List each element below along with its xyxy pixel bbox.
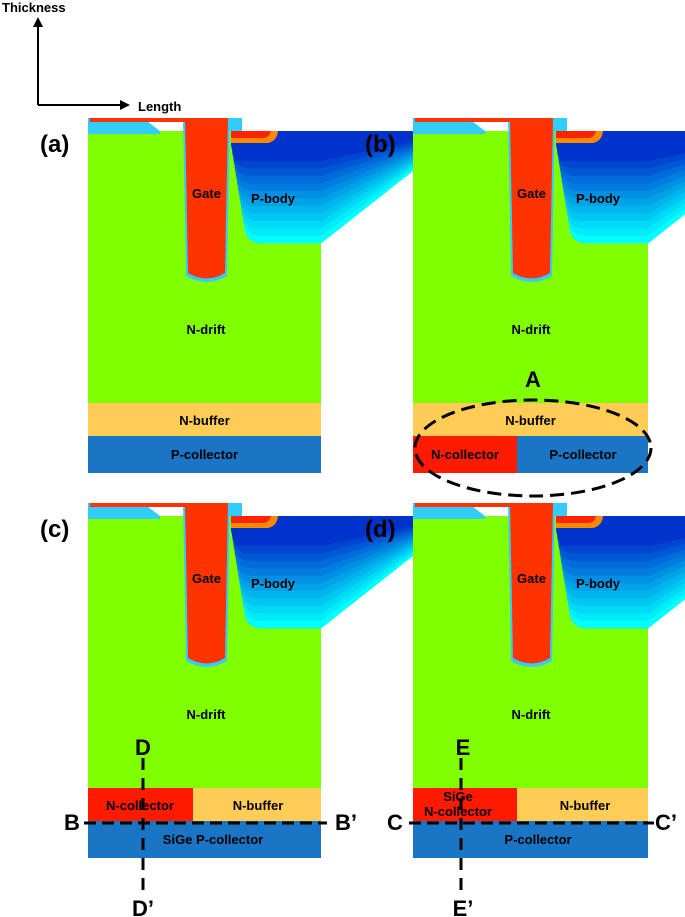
p-body-label: P-body — [576, 191, 621, 206]
gate-electrode — [185, 118, 228, 279]
p-body-label: P-body — [251, 576, 296, 591]
cut-d-bottom-label: D’ — [132, 896, 154, 917]
cut-d-top-label: D — [135, 735, 151, 760]
gate-metal-strip — [415, 118, 553, 122]
n-buffer-label: N-buffer — [560, 798, 611, 813]
n-collector-label: N-collector — [106, 798, 174, 813]
gate-oxide-cap — [553, 118, 567, 131]
cut-e-top-label: E — [456, 735, 471, 760]
gate-label: Gate — [192, 571, 221, 586]
gate-metal-strip — [415, 503, 553, 507]
panel-tag: (d) — [365, 516, 396, 543]
gate-electrode — [510, 503, 553, 664]
highlight-ellipse-a — [413, 398, 653, 498]
panel-tag: (a) — [40, 131, 69, 158]
n-collector-label: N-collector — [431, 447, 499, 462]
n-buffer-layer — [88, 403, 321, 436]
sige-n-collector-label-line1: SiGe — [443, 789, 473, 804]
p-body-label: P-body — [251, 191, 296, 206]
p-collector-label: P-collector — [171, 447, 238, 462]
p-collector-layer — [517, 436, 648, 473]
n-collector-layer — [88, 788, 193, 821]
p-collector-label: P-collector — [549, 447, 616, 462]
cut-e-bottom-label: E’ — [453, 896, 474, 917]
length-axis-label: Length — [138, 99, 181, 114]
sige-p-collector-label: SiGe P-collector — [163, 832, 263, 847]
n-buffer-layer — [413, 403, 648, 436]
p-collector-layer — [88, 436, 321, 473]
gate-label: Gate — [517, 186, 546, 201]
gate-oxide-cap — [553, 503, 567, 516]
p-body-label: P-body — [576, 576, 621, 591]
panel-tag: (c) — [40, 516, 69, 543]
n-buffer-label: N-buffer — [233, 798, 284, 813]
cut-b-right-label: B’ — [335, 810, 357, 835]
gate-metal-strip — [90, 118, 228, 122]
n-collector-layer — [413, 436, 517, 473]
n-buffer-layer — [193, 788, 321, 821]
n-source-core — [556, 516, 596, 523]
n-buffer-label: N-buffer — [505, 413, 556, 428]
p-collector-label: P-collector — [504, 832, 571, 847]
gate-oxide-cap — [228, 118, 242, 131]
panel-tag: (b) — [365, 131, 396, 158]
sige-n-collector-label-line2: N-collector — [424, 804, 492, 819]
n-source-core — [556, 131, 596, 138]
gate-electrode — [510, 118, 553, 279]
cut-b-left-label: B — [64, 810, 80, 835]
gate-oxide-cap — [228, 503, 242, 516]
gate-label: Gate — [517, 571, 546, 586]
thickness-axis-label: Thickness — [2, 0, 66, 15]
p-collector-layer — [413, 821, 648, 858]
sige-p-collector-layer — [88, 821, 321, 858]
n-source-core — [231, 131, 271, 138]
sige-n-collector-layer — [413, 788, 517, 821]
n-source-core — [231, 516, 271, 523]
n-drift-label: N-drift — [187, 322, 227, 337]
cut-c-left-label: C — [387, 810, 403, 835]
n-drift-label: N-drift — [512, 707, 552, 722]
gate-label: Gate — [192, 186, 221, 201]
marker-a-label: A — [525, 367, 541, 392]
gate-electrode — [185, 503, 228, 664]
coordinate-axes: Thickness Length — [2, 0, 181, 114]
n-drift-label: N-drift — [187, 707, 227, 722]
cut-c-right-label: C’ — [655, 810, 677, 835]
n-buffer-label: N-buffer — [179, 413, 230, 428]
n-buffer-layer — [517, 788, 648, 821]
gate-metal-strip — [90, 503, 228, 507]
n-drift-label: N-drift — [512, 322, 552, 337]
